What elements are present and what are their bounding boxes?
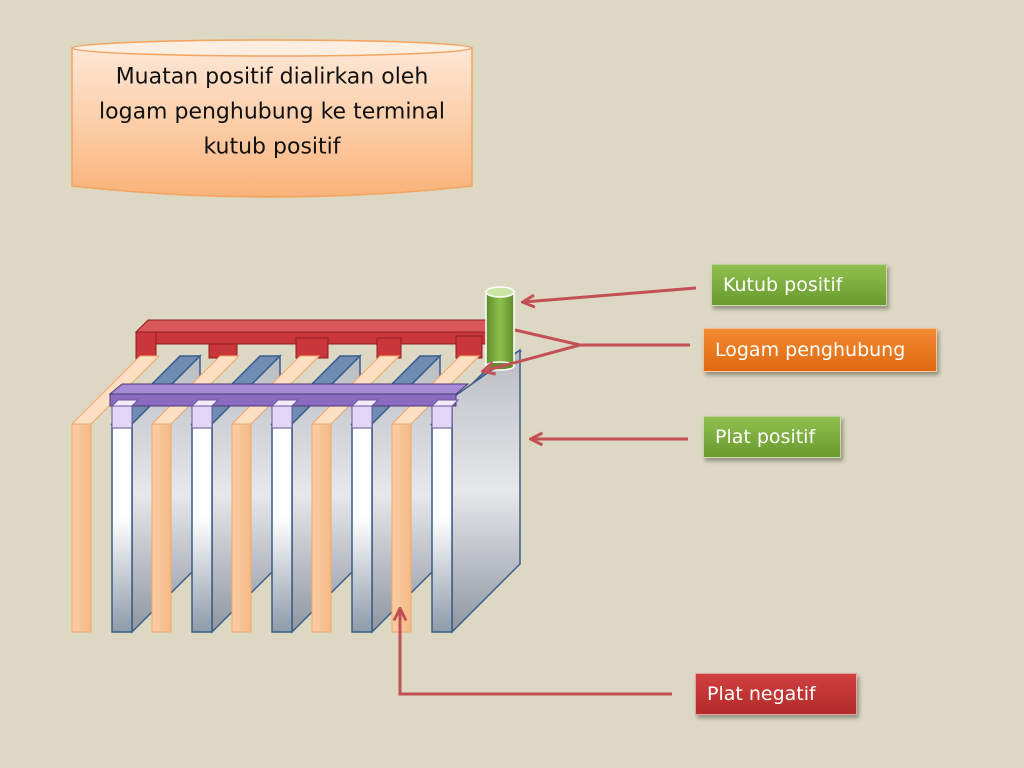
label-logam-penghubung: Logam penghubung <box>703 328 937 372</box>
arrow-kutub-positif <box>524 286 697 302</box>
label-plat-negatif: Plat negatif <box>695 673 857 715</box>
red-connector-bar <box>134 319 510 360</box>
label-plat-positif: Plat positif <box>703 416 841 458</box>
purple-connector-bar <box>108 383 470 429</box>
arrow-plat-negatif <box>400 610 672 696</box>
positive-terminal <box>485 286 515 371</box>
label-kutub-positif: Kutub positif <box>711 264 887 306</box>
arrow-logam-penghubung <box>484 328 690 371</box>
caption-text: Muatan positif dialirkan oleh logam peng… <box>99 64 445 160</box>
caption-box: Muatan positif dialirkan oleh logam peng… <box>72 40 472 200</box>
caption-shape <box>71 39 473 198</box>
